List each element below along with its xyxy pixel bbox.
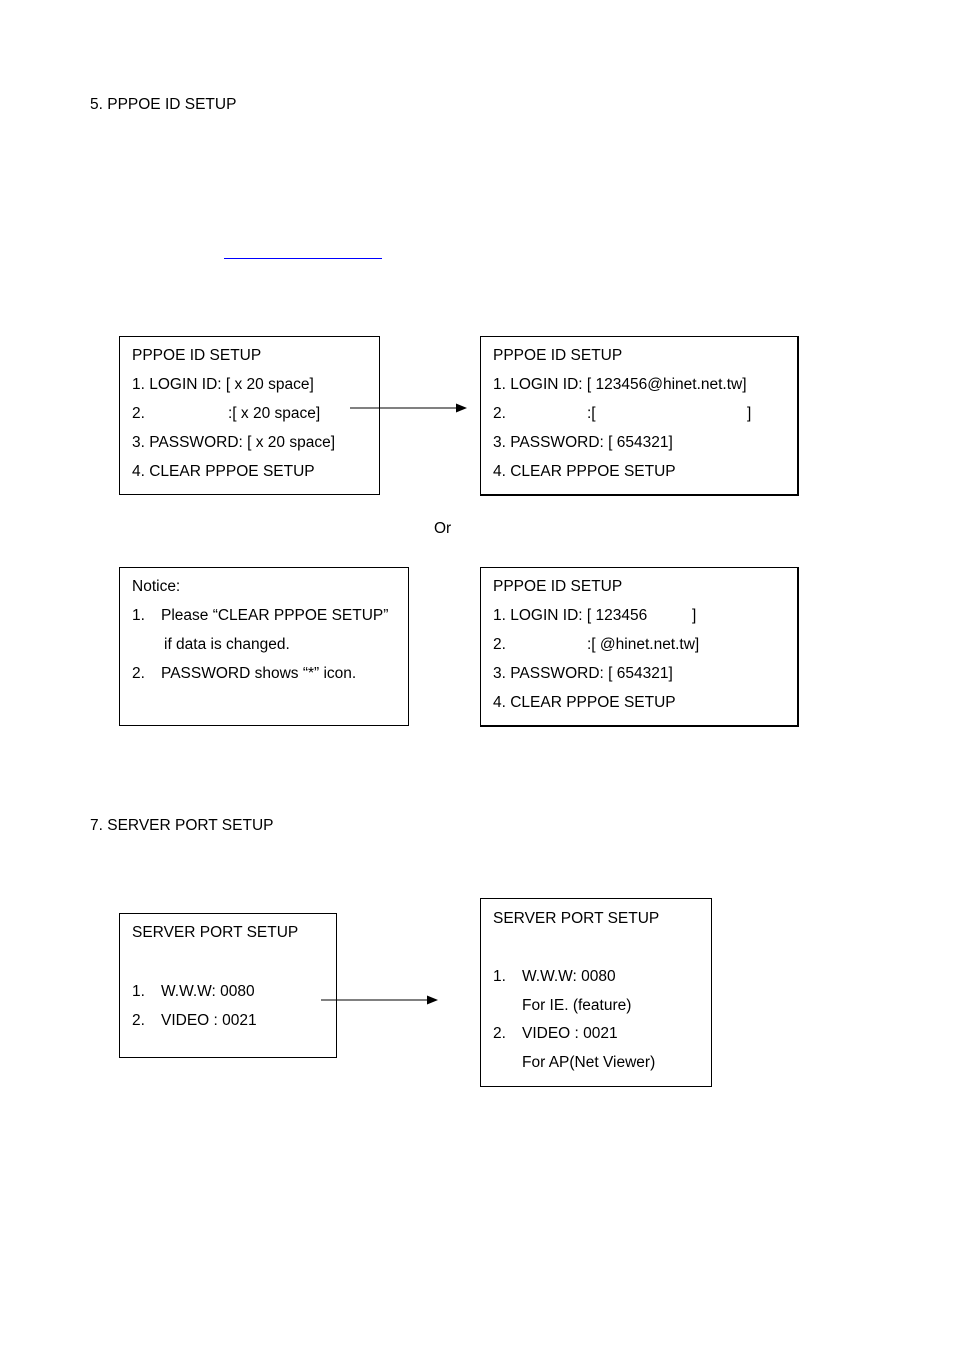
login-id-line: 1. LOGIN ID: [ 123456 <box>493 607 648 624</box>
notice-item-1-continued: if data is changed. <box>164 636 290 653</box>
box-title: PPPOE ID SETUP <box>132 347 262 364</box>
clear-pppoe-line: 4. CLEAR PPPOE SETUP <box>493 463 676 480</box>
line-2-number: 2. <box>493 636 506 653</box>
notice-item-1: Please “CLEAR PPPOE SETUP” <box>161 607 389 624</box>
arrow-right-icon <box>350 403 467 413</box>
video-port-line: VIDEO : 0021 <box>522 1025 618 1042</box>
clear-pppoe-line: 4. CLEAR PPPOE SETUP <box>493 694 676 711</box>
notice-item-2-number: 2. <box>132 665 145 682</box>
server-port-box-annotated: SERVER PORT SETUP 1. W.W.W: 0080 For IE.… <box>480 898 712 1087</box>
box-title: SERVER PORT SETUP <box>493 910 660 927</box>
line-2-close-bracket: ] <box>747 405 752 422</box>
line-2-value: :[ x 20 space] <box>228 405 321 422</box>
www-port-line: W.W.W: 0080 <box>522 968 616 985</box>
login-id-line: 1. LOGIN ID: [ 123456@hinet.net.tw] <box>493 376 747 393</box>
www-port-note: For IE. (feature) <box>522 997 632 1014</box>
notice-box: Notice: 1. Please “CLEAR PPPOE SETUP” if… <box>119 567 409 726</box>
arrow-right-icon <box>321 995 438 1005</box>
line-2-value: :[ <box>587 405 596 422</box>
notice-title: Notice: <box>132 578 181 595</box>
or-separator: Or <box>434 520 452 537</box>
pppoe-setup-box-split: PPPOE ID SETUP 1. LOGIN ID: [ 123456 ] 2… <box>480 567 799 727</box>
section-5-heading: 5. PPPOE ID SETUP <box>90 96 237 113</box>
section-7-heading: 7. SERVER PORT SETUP <box>90 817 274 834</box>
port-item-2-number: 2. <box>132 1012 145 1029</box>
video-port-line: VIDEO : 0021 <box>161 1012 257 1029</box>
line-2-number: 2. <box>132 405 145 422</box>
box-title: PPPOE ID SETUP <box>493 347 623 364</box>
password-line: 3. PASSWORD: [ x 20 space] <box>132 434 336 451</box>
clear-pppoe-line: 4. CLEAR PPPOE SETUP <box>132 463 315 480</box>
server-port-box: SERVER PORT SETUP 1. W.W.W: 0080 2. VIDE… <box>119 913 337 1058</box>
box-title: PPPOE ID SETUP <box>493 578 623 595</box>
line-2-value: :[ @hinet.net.tw] <box>587 636 700 653</box>
pppoe-setup-box-filled: PPPOE ID SETUP 1. LOGIN ID: [ 123456@hin… <box>480 336 799 496</box>
notice-item-1-number: 1. <box>132 607 145 624</box>
hyperlink-underline[interactable] <box>224 258 382 259</box>
pppoe-setup-box-empty: PPPOE ID SETUP 1. LOGIN ID: [ x 20 space… <box>119 336 380 495</box>
port-item-1-number: 1. <box>132 983 145 1000</box>
password-line: 3. PASSWORD: [ 654321] <box>493 665 673 682</box>
line-2-number: 2. <box>493 405 506 422</box>
password-line: 3. PASSWORD: [ 654321] <box>493 434 673 451</box>
box-title: SERVER PORT SETUP <box>132 924 299 941</box>
www-port-line: W.W.W: 0080 <box>161 983 255 1000</box>
login-id-close-bracket: ] <box>692 607 697 624</box>
port-item-1-number: 1. <box>493 968 506 985</box>
login-id-line: 1. LOGIN ID: [ x 20 space] <box>132 376 314 393</box>
video-port-note: For AP(Net Viewer) <box>522 1054 656 1071</box>
notice-item-2: PASSWORD shows “*” icon. <box>161 665 357 682</box>
port-item-2-number: 2. <box>493 1025 506 1042</box>
